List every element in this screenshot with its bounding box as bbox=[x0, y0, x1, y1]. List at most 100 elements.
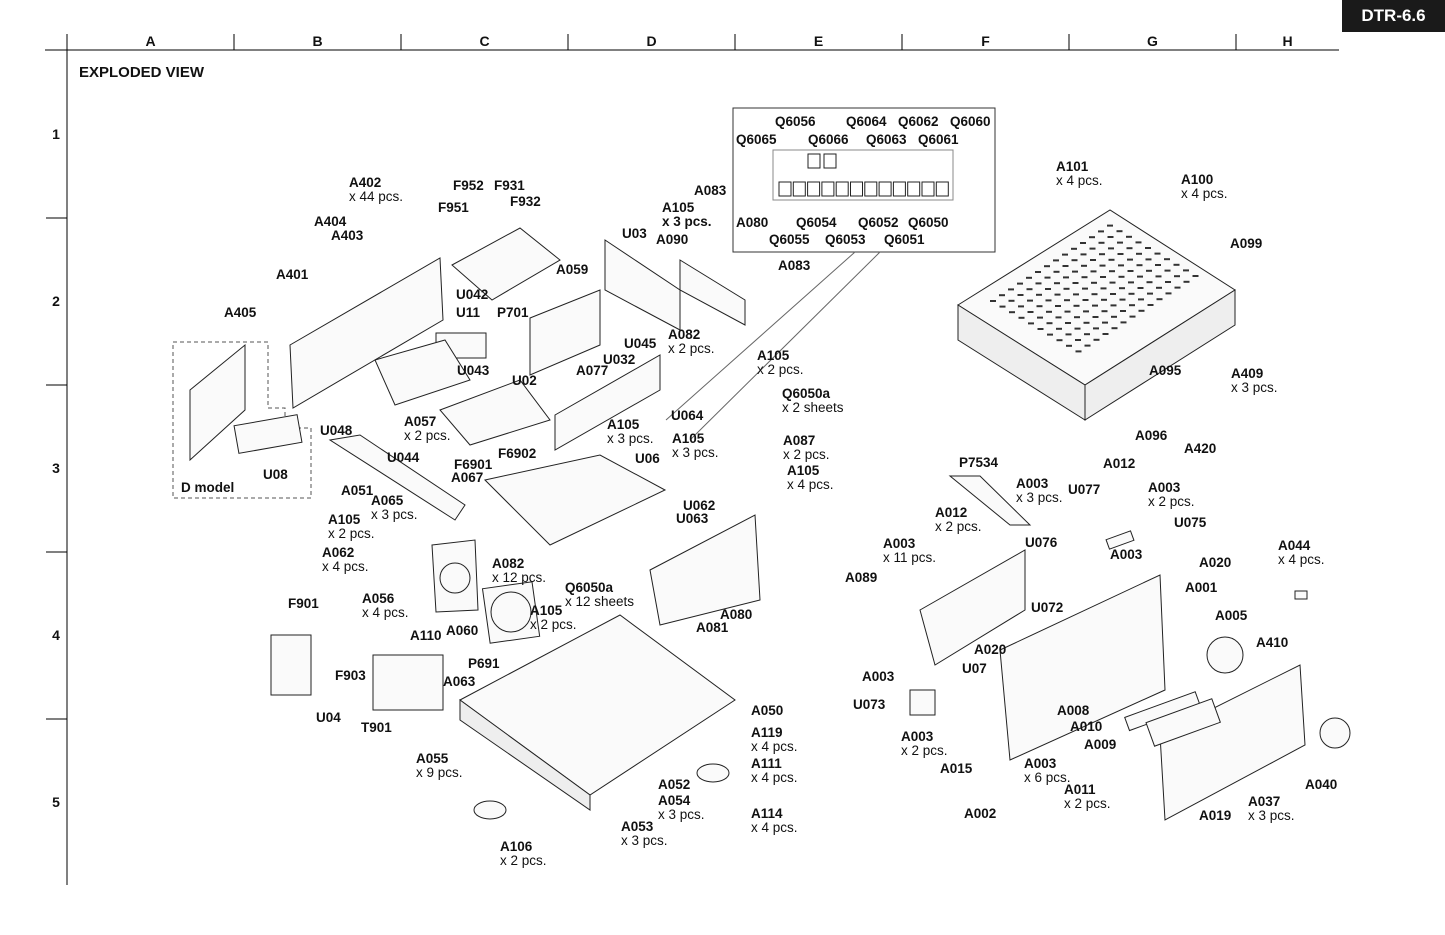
part-quantity: x 2 pcs. bbox=[328, 526, 375, 541]
part-callout: F951 bbox=[438, 201, 469, 215]
transistor-label: Q6052 bbox=[858, 215, 899, 230]
part-callout: A420 bbox=[1184, 442, 1216, 456]
part-callout: A410 bbox=[1256, 636, 1288, 650]
vent-slot bbox=[1046, 310, 1052, 313]
vent-slot bbox=[1117, 253, 1124, 255]
part-callout: A012 bbox=[1103, 457, 1135, 471]
vent-slot bbox=[1111, 315, 1117, 318]
vent-slot bbox=[1110, 293, 1116, 295]
part-code: A096 bbox=[1135, 428, 1168, 443]
vent-slot bbox=[1054, 293, 1061, 296]
vent-slot bbox=[1147, 304, 1154, 306]
vent-slot bbox=[1093, 327, 1099, 330]
vent-slot bbox=[1108, 258, 1115, 261]
part-quantity: x 4 pcs. bbox=[751, 770, 798, 785]
part-code: A003 bbox=[1110, 547, 1143, 562]
vent-slot bbox=[1072, 270, 1078, 273]
vent-slot bbox=[1136, 252, 1142, 255]
transistor-label: Q6054 bbox=[796, 215, 837, 230]
part-quantity: x 2 pcs. bbox=[783, 447, 830, 462]
vent-slot bbox=[1129, 304, 1135, 307]
vent-slot bbox=[1056, 339, 1063, 342]
part-code: F6902 bbox=[498, 446, 537, 461]
part-callout: F931 bbox=[494, 179, 525, 193]
part-code: A052 bbox=[658, 777, 691, 792]
vent-slot bbox=[1081, 276, 1088, 279]
part-quantity: x 3 pcs. bbox=[621, 833, 668, 848]
part-code: A056 bbox=[362, 591, 395, 606]
part-code: A020 bbox=[974, 642, 1007, 657]
part-code: U042 bbox=[456, 287, 489, 302]
part-callout: U032 bbox=[603, 353, 635, 367]
part-code: F6901 bbox=[454, 457, 493, 472]
vent-slot bbox=[1062, 265, 1069, 267]
part-quantity: x 3 pcs. bbox=[1231, 380, 1278, 395]
grid-column-label: B bbox=[312, 33, 323, 49]
part-callout: F952 bbox=[453, 179, 484, 193]
part-code: F951 bbox=[438, 200, 469, 215]
transistor-icon bbox=[850, 181, 863, 197]
transistor-label: A080 bbox=[736, 215, 769, 230]
transistor-label: Q6065 bbox=[736, 132, 777, 147]
part-code: A003 bbox=[1016, 476, 1049, 491]
part-callout: U02 bbox=[512, 374, 537, 388]
part-code: A082 bbox=[668, 327, 701, 342]
vent-slot bbox=[1145, 247, 1151, 249]
vent-slot bbox=[1099, 264, 1106, 267]
vent-slot bbox=[1071, 259, 1078, 262]
part-code: P7534 bbox=[959, 455, 999, 470]
vent-slot bbox=[1138, 309, 1145, 312]
part-quantity: x 2 pcs. bbox=[530, 617, 577, 632]
vent-slot bbox=[1053, 270, 1060, 273]
vent-slot bbox=[1102, 321, 1108, 324]
vent-slot bbox=[1126, 247, 1133, 250]
vent-slot bbox=[1044, 265, 1050, 268]
vent-slot bbox=[1183, 269, 1189, 272]
part-code: U044 bbox=[387, 450, 420, 465]
vent-slot bbox=[1054, 282, 1060, 285]
part-callout: U075 bbox=[1174, 516, 1206, 530]
vent-slot bbox=[1081, 264, 1087, 267]
transistor-label: Q6060 bbox=[950, 114, 991, 129]
vent-slot bbox=[1154, 252, 1161, 255]
vent-slot bbox=[1099, 253, 1105, 256]
vent-slot bbox=[1036, 293, 1042, 296]
part-code: A003 bbox=[883, 536, 916, 551]
part-quantity: x 3 pcs. bbox=[1016, 490, 1063, 505]
part-code: F903 bbox=[335, 668, 366, 683]
vent-slot bbox=[1093, 338, 1100, 341]
transistor-label: Q6063 bbox=[866, 132, 907, 147]
part-quantity: x 4 pcs. bbox=[362, 605, 409, 620]
part-code: A403 bbox=[331, 228, 364, 243]
part-callout: F6902 bbox=[498, 447, 536, 461]
part-quantity: x 4 pcs. bbox=[751, 820, 798, 835]
part-callout: U077 bbox=[1068, 483, 1100, 497]
part-code: A009 bbox=[1084, 737, 1117, 752]
part-quantity: x 4 pcs. bbox=[322, 559, 369, 574]
vent-slot bbox=[1120, 310, 1126, 312]
part-code: A420 bbox=[1184, 441, 1217, 456]
vent-slot bbox=[1008, 288, 1014, 291]
vent-slot bbox=[1026, 276, 1032, 279]
part-code: A012 bbox=[1103, 456, 1136, 471]
part-code: T901 bbox=[361, 720, 392, 735]
vent-slot bbox=[1164, 269, 1171, 272]
part-quantity: x 2 pcs. bbox=[1148, 494, 1195, 509]
part-quantity: x 2 pcs. bbox=[935, 519, 982, 534]
vent-slot bbox=[1055, 305, 1061, 307]
part-quantity: x 4 pcs. bbox=[751, 739, 798, 754]
vent-slot bbox=[1083, 310, 1089, 313]
grid-frame bbox=[45, 34, 1339, 885]
transistor-label: Q6064 bbox=[846, 114, 887, 129]
part-quantity: x 4 pcs. bbox=[1056, 173, 1103, 188]
grid-column-label: D bbox=[646, 33, 657, 49]
transistor-icon bbox=[935, 181, 949, 197]
